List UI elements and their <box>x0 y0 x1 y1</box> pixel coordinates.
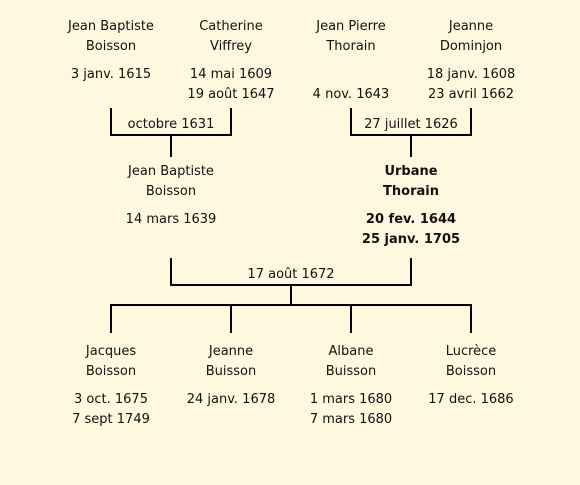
last-name: Boisson <box>145 184 197 199</box>
person-dates: 24 janv. 1678 <box>171 390 291 410</box>
person-dates: 20 fev. 1644 25 janv. 1705 <box>351 210 471 250</box>
first-name: Jean Pierre <box>316 19 386 34</box>
person-card: Jean Pierre Thorain 4 nov. 1643 <box>291 17 411 105</box>
person-name: Catherine Viffrey <box>171 17 291 57</box>
first-name: Jeanne <box>448 19 494 34</box>
person-name: Albane Buisson <box>291 342 411 382</box>
first-name: Albane <box>328 344 374 359</box>
birth-date: 14 mars 1639 <box>125 212 217 227</box>
last-name: Boisson <box>85 364 137 379</box>
person-card: Lucrèce Boisson 17 dec. 1686 <box>411 342 531 410</box>
person-dates: 17 dec. 1686 <box>411 390 531 410</box>
last-name: Buisson <box>325 364 377 379</box>
birth-date: 24 janv. 1678 <box>186 392 276 407</box>
first-name: Jacques <box>85 344 137 359</box>
person-card: Jean Baptiste Boisson 14 mars 1639 <box>111 162 231 230</box>
last-name: Boisson <box>85 39 137 54</box>
first-name: Jean Baptiste <box>128 164 214 179</box>
first-name: Urbane <box>384 164 438 179</box>
person-card: Jeanne Buisson 24 janv. 1678 <box>171 342 291 410</box>
person-name: Jeanne Dominjon <box>411 17 531 57</box>
death-date: 7 sept 1749 <box>72 412 150 427</box>
person-name: Jean Baptiste Boisson <box>111 162 231 202</box>
first-name: Jean Baptiste <box>68 19 154 34</box>
birth-date: 18 janv. 1608 <box>426 67 516 82</box>
birth-date: 20 fev. 1644 <box>365 212 457 227</box>
last-name: Buisson <box>205 364 257 379</box>
birth-date: 17 dec. 1686 <box>428 392 514 407</box>
last-name: Boisson <box>445 364 497 379</box>
person-name: Jean Pierre Thorain <box>291 17 411 57</box>
first-name: Lucrèce <box>445 344 497 359</box>
person-card: Jeanne Dominjon 18 janv. 1608 23 avril 1… <box>411 17 531 105</box>
death-date: 7 mars 1680 <box>309 412 393 427</box>
marriage-date: octobre 1631 <box>127 117 215 132</box>
person-name: Lucrèce Boisson <box>411 342 531 382</box>
birth-date: 3 janv. 1615 <box>70 67 152 82</box>
death-date: 23 avril 1662 <box>427 87 515 102</box>
death-date: 19 août 1647 <box>187 87 275 102</box>
last-name: Thorain <box>326 39 376 54</box>
person-dates: 1 mars 1680 7 mars 1680 <box>291 390 411 430</box>
person-dates: 3 oct. 1675 7 sept 1749 <box>51 390 171 430</box>
birth-date <box>291 65 411 85</box>
person-card: Jean Baptiste Boisson 3 janv. 1615 <box>51 17 171 85</box>
person-name: Jean Baptiste Boisson <box>51 17 171 57</box>
birth-date: 1 mars 1680 <box>309 392 393 407</box>
person-name: Jeanne Buisson <box>171 342 291 382</box>
marriage-date: 27 juillet 1626 <box>364 117 458 132</box>
person-dates: 3 janv. 1615 <box>51 65 171 85</box>
person-card: Albane Buisson 1 mars 1680 7 mars 1680 <box>291 342 411 430</box>
focus-person-card: Urbane Thorain 20 fev. 1644 25 janv. 170… <box>351 162 471 250</box>
person-card: Jacques Boisson 3 oct. 1675 7 sept 1749 <box>51 342 171 430</box>
birth-date: 3 oct. 1675 <box>74 392 148 407</box>
death-date: 25 janv. 1705 <box>361 232 461 247</box>
person-dates: 14 mars 1639 <box>111 210 231 230</box>
person-name: Jacques Boisson <box>51 342 171 382</box>
first-name: Catherine <box>199 19 263 34</box>
marriage-date: 17 août 1672 <box>247 267 335 282</box>
last-name: Viffrey <box>210 39 252 54</box>
person-dates: 18 janv. 1608 23 avril 1662 <box>411 65 531 105</box>
person-dates: 4 nov. 1643 <box>291 65 411 105</box>
first-name: Jeanne <box>208 344 254 359</box>
person-dates: 14 mai 1609 19 août 1647 <box>171 65 291 105</box>
death-date: 4 nov. 1643 <box>312 87 390 102</box>
last-name: Thorain <box>383 184 439 199</box>
person-card: Catherine Viffrey 14 mai 1609 19 août 16… <box>171 17 291 105</box>
person-name: Urbane Thorain <box>351 162 471 202</box>
last-name: Dominjon <box>439 39 503 54</box>
birth-date: 14 mai 1609 <box>189 67 273 82</box>
